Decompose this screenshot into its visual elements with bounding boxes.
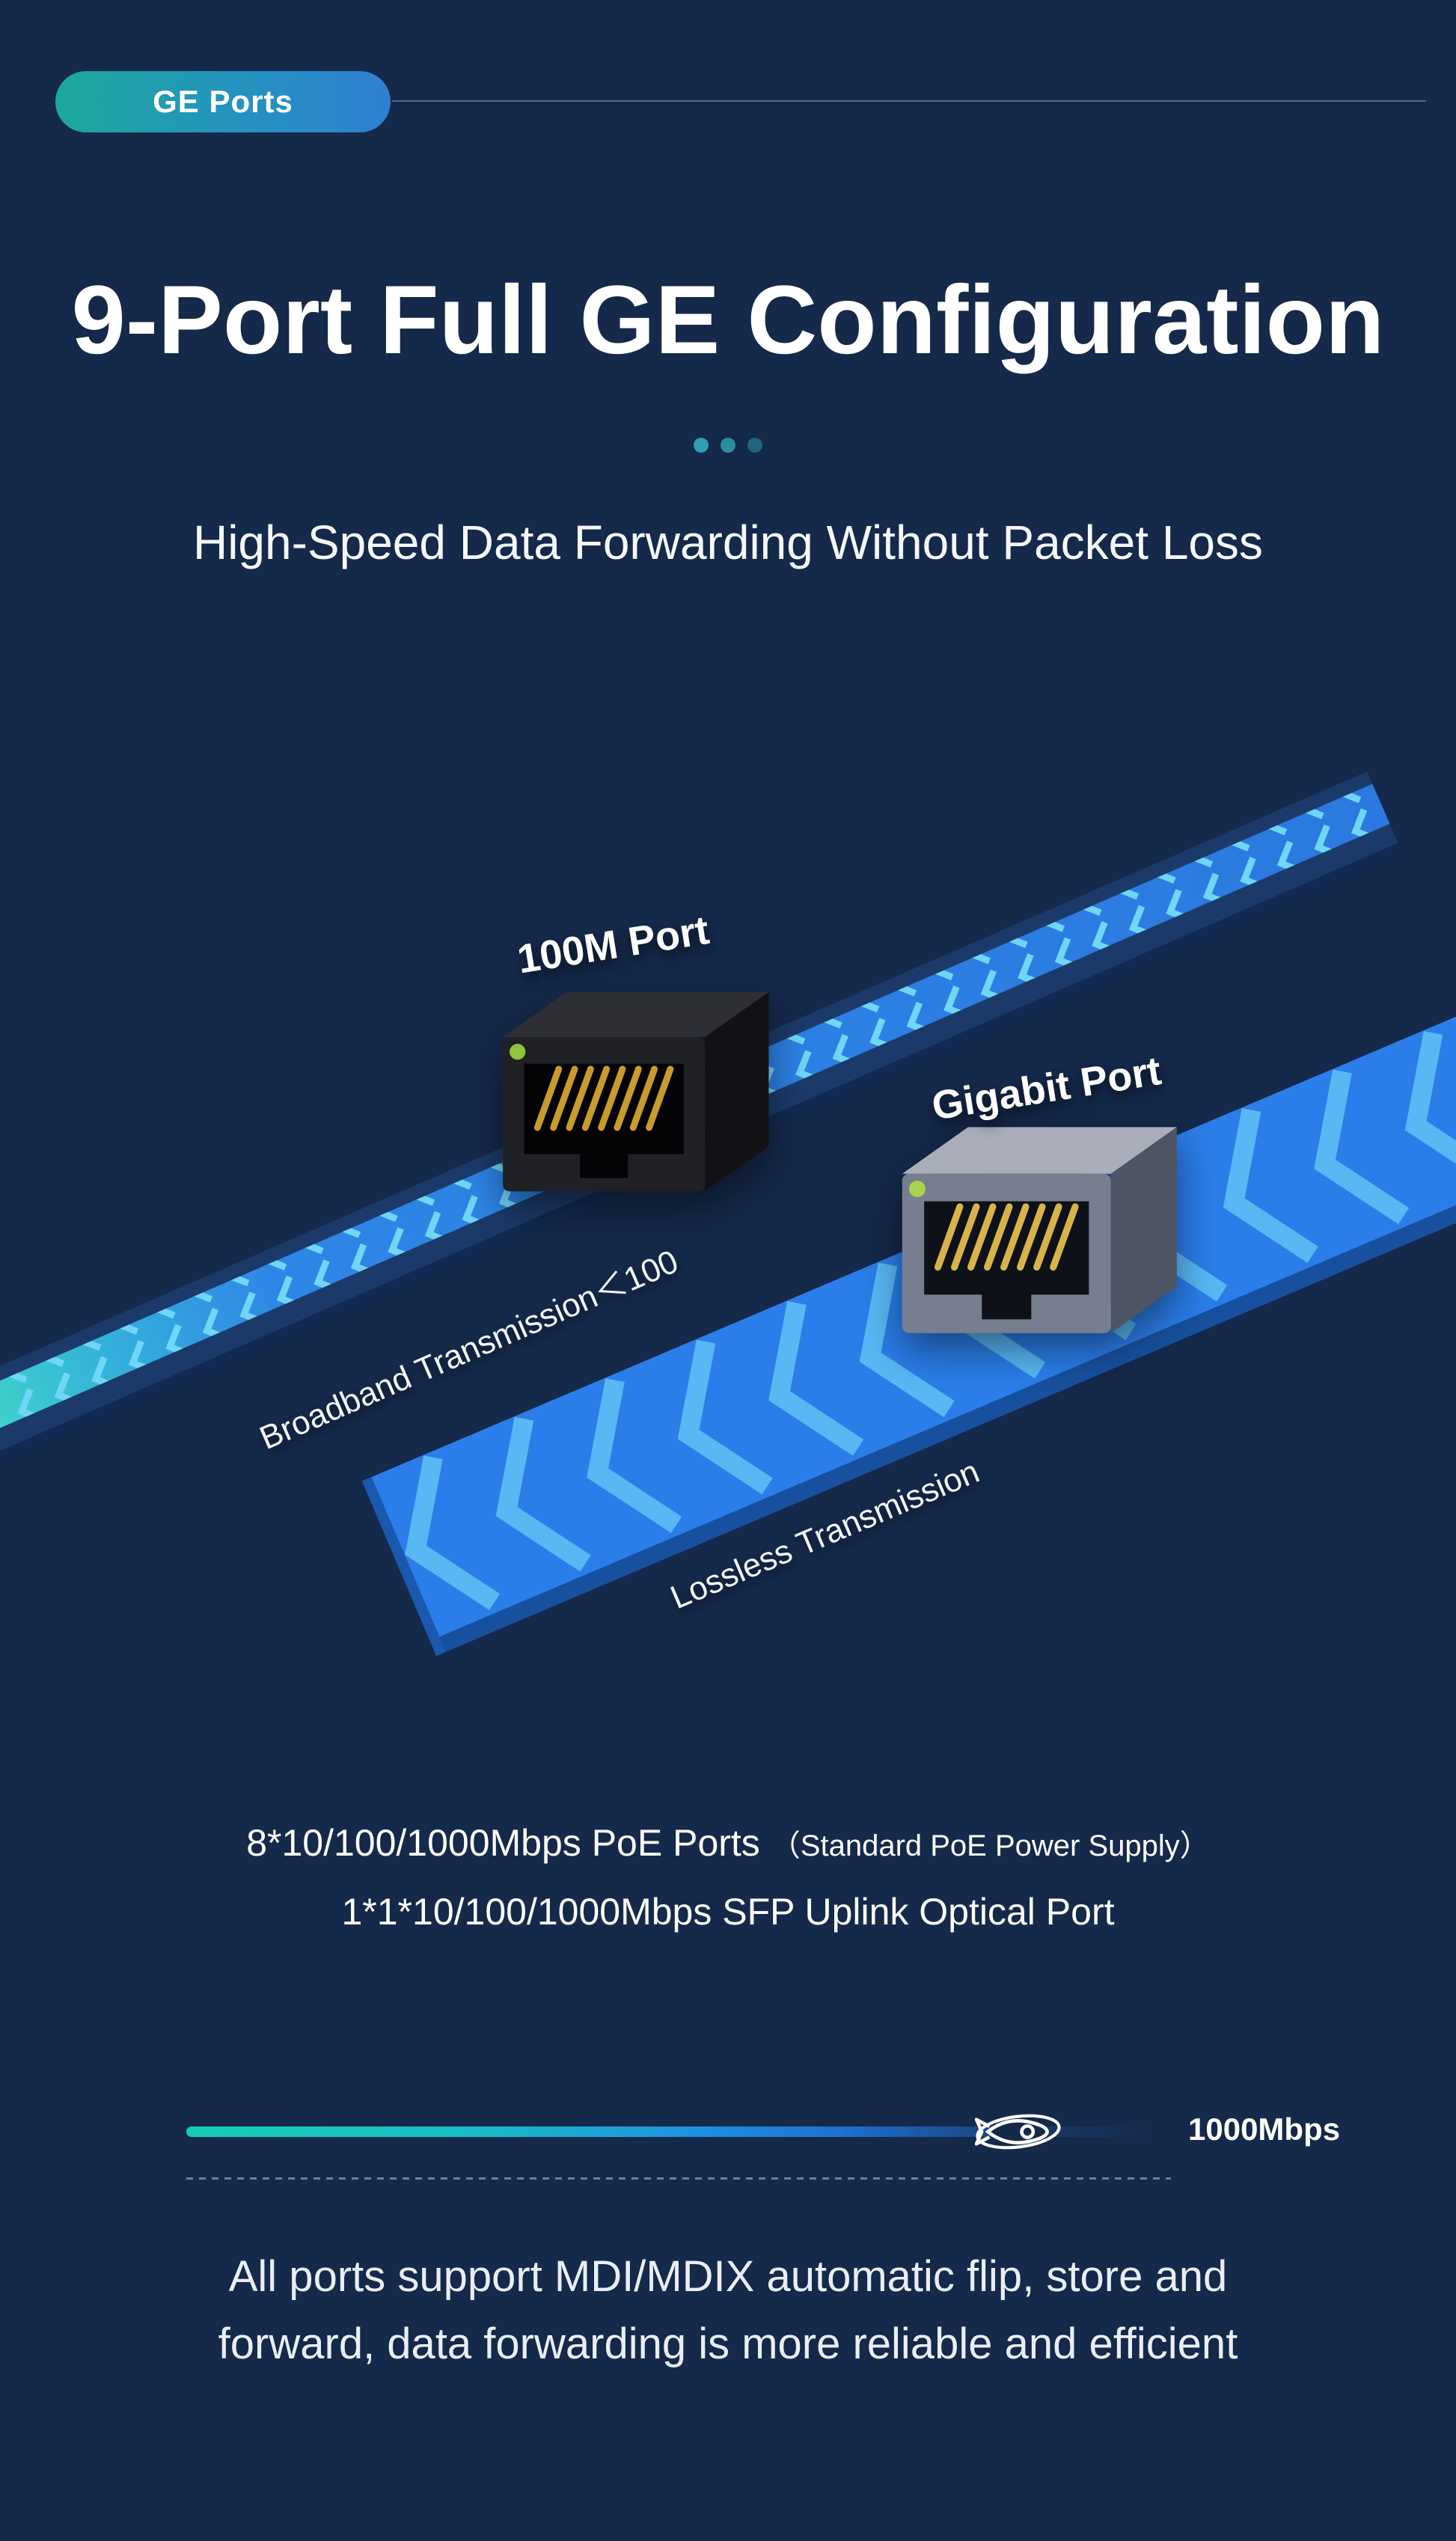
spec-line-1-main: 8*10/100/1000Mbps PoE Ports <box>246 1822 760 1864</box>
spec-line-1-note: （Standard PoE Power Supply） <box>770 1829 1210 1862</box>
spec-line-2: 1*1*10/100/1000Mbps SFP Uplink Optical P… <box>341 1891 1115 1933</box>
title-dots-ornament <box>0 438 1456 453</box>
page-subtitle: High-Speed Data Forwarding Without Packe… <box>192 516 1264 569</box>
dot-icon <box>721 438 735 453</box>
dot-icon <box>694 438 709 453</box>
100m-rj45-connector-icon <box>470 979 799 1205</box>
dashed-divider <box>186 2177 1171 2180</box>
section-badge-label: GE Ports <box>153 84 293 119</box>
gigabit-rj45-connector-icon <box>872 1113 1205 1347</box>
footer-description: All ports support MDI/MDIX automatic fli… <box>0 2243 1456 2378</box>
dot-icon <box>747 438 762 453</box>
header-divider-line <box>392 100 1426 102</box>
spec-line-1: 8*10/100/1000Mbps PoE Ports （Standard PoE… <box>0 1820 1456 1869</box>
port-spec-list: 8*10/100/1000Mbps PoE Ports （Standard PoE… <box>0 1820 1456 1935</box>
footer-line-2: forward, data forwarding is more reliabl… <box>218 2320 1238 2368</box>
footer-line-1: All ports support MDI/MDIX automatic fli… <box>228 2252 1228 2301</box>
port1-label: 100M Port <box>514 907 712 982</box>
page-title: 9-Port Full GE Configuration <box>71 265 1385 374</box>
rocket-icon <box>973 2092 1064 2171</box>
section-badge: GE Ports <box>55 71 391 132</box>
speed-label: 1000Mbps <box>1188 2112 1341 2147</box>
speed-progress-bar <box>186 2126 1153 2137</box>
